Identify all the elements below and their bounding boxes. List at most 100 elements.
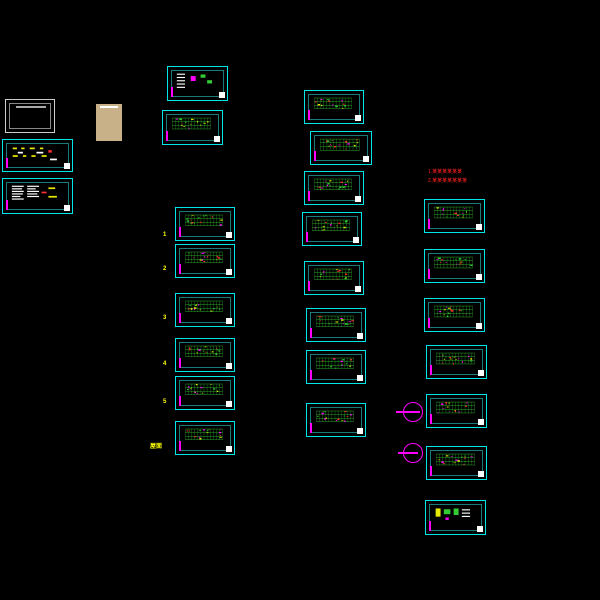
plan-annotation-mark: [317, 220, 320, 221]
sheet-beam-plan-1[interactable]: [304, 90, 364, 124]
drawing-index-document[interactable]: [96, 104, 122, 141]
plan-annotation-mark: [199, 309, 201, 311]
sheet-floor-1[interactable]: [175, 207, 235, 241]
plan-annotation-mark: [463, 457, 466, 459]
sheet-stair-detail[interactable]: [425, 500, 486, 535]
plan-annotation-mark: [465, 211, 468, 213]
plan-annotation-mark: [195, 304, 197, 306]
plan-annotation-mark: [464, 258, 466, 261]
revision-bubble[interactable]: [398, 443, 423, 463]
plan-annotation-mark: [441, 354, 443, 356]
plan-annotation-mark: [219, 436, 223, 438]
sheet-slab-plan-4[interactable]: [426, 345, 487, 379]
plan-annotation-mark: [335, 321, 339, 323]
plan-annotation-mark: [449, 357, 452, 358]
sheet-beam-plan-5[interactable]: [304, 261, 364, 295]
plan-annotation-mark: [198, 349, 201, 351]
plan-annotation-mark: [330, 365, 332, 368]
plan-annotation-mark: [335, 367, 337, 369]
plan-annotation-mark: [325, 221, 327, 224]
plan-annotation-mark: [461, 361, 464, 363]
sheet-slab-plan-1[interactable]: [424, 199, 485, 233]
plan-annotation-mark: [328, 100, 330, 102]
plan-annotation-mark: [442, 209, 445, 211]
plan-annotation-mark: [189, 305, 191, 306]
plan-annotation-mark: [453, 356, 456, 358]
plan-annotation-mark: [319, 320, 321, 322]
plan-annotation-mark: [326, 140, 330, 142]
plan-linework: [316, 315, 354, 327]
plan-linework: [185, 345, 223, 357]
plan-annotation-mark: [191, 222, 194, 224]
plan-annotation-mark: [455, 459, 458, 461]
plan-annotation-mark: [196, 120, 198, 123]
sheet-beam-plan-7[interactable]: [306, 350, 366, 384]
plan-annotation-mark: [470, 358, 473, 360]
sheet-beam-plan-8[interactable]: [306, 403, 366, 437]
plan-annotation-mark: [318, 186, 321, 188]
plan-annotation-mark: [193, 307, 197, 309]
plan-annotation-mark: [343, 415, 346, 417]
sheet-slab-plan-2[interactable]: [424, 249, 485, 283]
plan-annotation-mark: [201, 259, 203, 261]
plan-annotation-mark: [196, 348, 199, 350]
plan-annotation-mark: [193, 223, 195, 224]
sheet-beam-plan-4[interactable]: [302, 212, 362, 246]
plan-annotation-mark: [452, 265, 454, 267]
sheet-design-notes-a[interactable]: [2, 139, 73, 172]
plan-annotation-mark: [450, 358, 452, 360]
plan-annotation-mark: [338, 222, 341, 224]
plan-annotation-mark: [460, 310, 463, 312]
cover-sheet[interactable]: [5, 99, 55, 133]
revision-bubble[interactable]: [396, 402, 423, 422]
sheet-slab-plan-6[interactable]: [426, 446, 487, 480]
sheet-slab-plan-3[interactable]: [424, 298, 485, 332]
plan-linework: [314, 268, 352, 280]
sheet-floor-3[interactable]: [175, 293, 235, 327]
sheet-floor-5[interactable]: [175, 376, 235, 410]
sheet-beam-plan-2[interactable]: [310, 131, 372, 165]
plan-annotation-mark: [346, 180, 348, 182]
sheet-floor-2[interactable]: [175, 244, 235, 278]
plan-annotation-mark: [446, 403, 447, 405]
plan-annotation-mark: [349, 414, 352, 416]
plan-annotation-mark: [329, 224, 332, 226]
sheet-slab-plan-5[interactable]: [426, 394, 487, 428]
plan-annotation-mark: [453, 462, 456, 464]
plan-annotation-mark: [449, 309, 452, 311]
plan-annotation-mark: [211, 216, 213, 218]
plan-annotation-mark: [339, 186, 342, 188]
plan-linework: [436, 401, 475, 414]
plan-annotation-mark: [323, 411, 326, 413]
plan-linework: [316, 410, 354, 422]
sheet-roof[interactable]: [175, 421, 235, 455]
plan-annotation-mark: [318, 316, 321, 318]
plan-annotation-mark: [464, 461, 466, 463]
sheet-beam-plan-3[interactable]: [304, 171, 364, 205]
plan-annotation-mark: [445, 402, 448, 403]
plan-annotation-mark: [458, 309, 461, 311]
plan-annotation-mark: [342, 186, 346, 188]
plan-annotation-mark: [344, 273, 348, 275]
plan-annotation-mark: [442, 208, 445, 210]
plan-annotation-mark: [320, 273, 323, 275]
plan-annotation-mark: [206, 432, 209, 434]
plan-annotation-mark: [206, 121, 209, 123]
sheet-beam-plan-6[interactable]: [306, 308, 366, 342]
plan-annotation-mark: [338, 144, 341, 146]
plan-annotation-mark: [321, 104, 323, 107]
plan-linework: [316, 357, 354, 369]
plan-annotation-mark: [454, 212, 457, 215]
sheet-floor-4[interactable]: [175, 338, 235, 372]
sheet-design-notes-b[interactable]: [2, 178, 73, 214]
sheet-detail-table[interactable]: [167, 66, 228, 101]
plan-annotation-mark: [195, 384, 198, 386]
plan-annotation-mark: [334, 146, 336, 148]
plan-annotation-mark: [314, 227, 317, 229]
plan-annotation-mark: [216, 259, 218, 261]
sheet-foundation-plan[interactable]: [162, 110, 223, 145]
plan-annotation-mark: [199, 221, 202, 223]
plan-annotation-mark: [344, 277, 347, 280]
plan-annotation-mark: [218, 309, 221, 310]
